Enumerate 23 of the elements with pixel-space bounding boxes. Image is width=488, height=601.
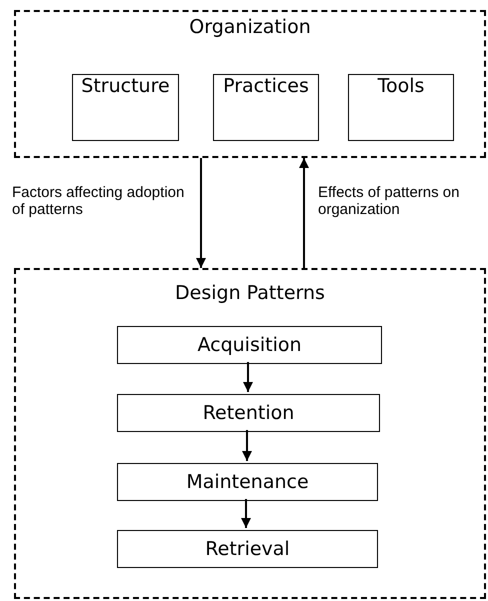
process-box <box>72 74 179 141</box>
process-box <box>117 530 378 568</box>
dashed-group-box <box>14 10 486 158</box>
process-box <box>117 394 380 432</box>
box-label: Practices <box>222 75 310 98</box>
arrow <box>299 158 309 268</box>
arrow <box>196 158 206 268</box>
box-label: Maintenance <box>185 471 310 494</box>
process-box <box>117 463 378 501</box>
box-label: Acquisition <box>196 334 303 357</box>
process-box <box>213 74 319 141</box>
box-label: Tools <box>376 75 426 98</box>
arrow <box>241 499 251 528</box>
box-label: Structure <box>80 75 171 98</box>
dashed-group-box <box>14 268 486 599</box>
process-box <box>117 326 382 364</box>
group-heading: Organization <box>188 16 312 39</box>
arrow <box>243 362 253 392</box>
group-heading: Design Patterns <box>174 282 326 305</box>
arrow <box>242 430 252 461</box>
box-label: Retention <box>202 402 296 425</box>
process-box <box>348 74 454 141</box>
box-label: Retrieval <box>204 538 291 561</box>
